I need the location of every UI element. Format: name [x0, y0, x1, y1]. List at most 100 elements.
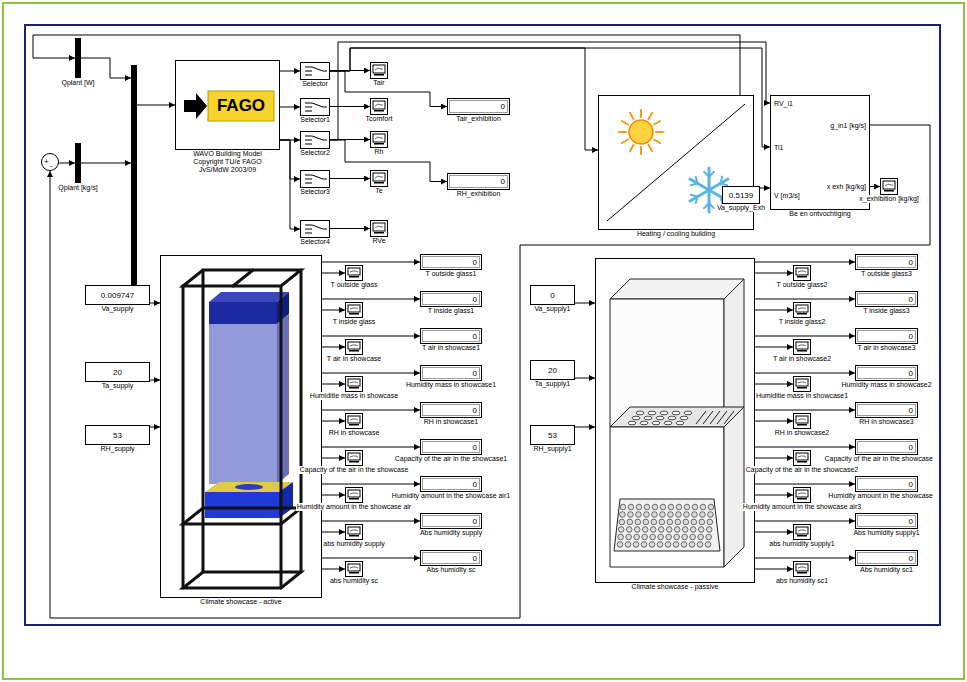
signal-line — [330, 178, 370, 179]
scope-block: abs humidity sc — [345, 561, 363, 577]
block-label: RH_supply1 — [532, 445, 572, 453]
vent-hole — [628, 421, 636, 425]
scope-trace — [798, 345, 806, 346]
value-text: 0.009747 — [101, 291, 134, 300]
display-inset — [423, 405, 480, 416]
display-inset — [423, 553, 480, 564]
silica-bead — [660, 512, 666, 518]
sun-ray — [619, 131, 626, 133]
display-icon — [856, 403, 917, 417]
silica-bead — [698, 534, 704, 540]
value-text: 0 — [909, 480, 913, 489]
scope-trace — [798, 456, 806, 457]
signal-line — [322, 410, 420, 411]
scope-icon — [794, 488, 810, 502]
silica-bead — [682, 527, 688, 533]
glass-side — [724, 279, 744, 427]
selector-icon — [301, 171, 329, 187]
silica-bead — [692, 504, 698, 510]
silica-bead — [660, 504, 666, 510]
icon-line — [305, 175, 312, 176]
signal-line — [575, 427, 595, 428]
block-label: Selector1 — [299, 116, 331, 124]
silica-bead — [650, 534, 656, 540]
silica-bead — [668, 512, 674, 518]
scope-knobs — [374, 232, 384, 234]
frame-bar — [280, 286, 283, 588]
display-inset — [858, 405, 916, 416]
vent-hole — [632, 416, 640, 420]
silica-bead — [650, 527, 656, 533]
scope-knobs — [797, 535, 807, 537]
icon-line — [323, 179, 327, 180]
silica-bead — [620, 504, 626, 510]
snowflake-branch — [709, 172, 714, 177]
scope-trace — [350, 271, 358, 272]
block-label: Ta_supply — [101, 382, 135, 390]
scope-knobs — [349, 276, 359, 278]
scope-knobs — [797, 424, 807, 426]
sum-block: +- — [41, 153, 59, 171]
scope-block: abs humidity supply — [345, 524, 363, 540]
signal-line — [755, 421, 793, 422]
icon-line — [305, 67, 312, 68]
signal-line — [322, 310, 345, 311]
signal-line — [322, 347, 345, 348]
display-inset — [450, 101, 508, 113]
scope-block: Capacity of the air in the showcase — [345, 450, 363, 466]
silica-bead — [665, 542, 671, 548]
scope-icon — [346, 451, 362, 465]
silica-bead — [642, 527, 648, 533]
constant-block: 20Ta_supply — [85, 362, 150, 382]
display-icon — [421, 440, 481, 454]
mux-bar: Qplant [W] — [75, 38, 81, 78]
constant-block: 0Va_supply1 — [530, 285, 575, 305]
silica-bead — [634, 527, 640, 533]
scope-knobs — [797, 313, 807, 315]
scope-block: Capacity of the air in the showcase2 — [793, 450, 811, 466]
port-label: x exh [kg/kg] — [827, 182, 866, 191]
scope-knobs — [349, 424, 359, 426]
selector-block: Selector2 — [300, 131, 330, 149]
snowflake-branch — [720, 177, 722, 184]
scope-trace — [350, 456, 358, 457]
block-label: T inside glass3 — [862, 307, 911, 315]
signal-line — [755, 310, 793, 311]
selector-block: Selector1 — [300, 98, 330, 116]
block-label: Humidity mass in showcase2 — [840, 381, 932, 389]
signal-line — [755, 299, 855, 300]
value-text: 0 — [909, 369, 913, 378]
signal-line — [150, 380, 160, 381]
scope-screen — [796, 527, 808, 534]
scope-screen — [373, 65, 385, 73]
signal-line — [322, 421, 345, 422]
scope-trace — [350, 530, 358, 531]
silica-bead — [626, 527, 632, 533]
sun-ray — [640, 110, 642, 117]
icon-line — [305, 111, 312, 112]
model-frame — [25, 25, 940, 625]
cap-front — [209, 302, 277, 324]
scope-screen — [373, 223, 385, 231]
signal-line — [150, 427, 160, 428]
display-block: 0Capacity of the air in the showcase1 — [420, 439, 482, 455]
block-label: RVe — [371, 237, 386, 245]
scope-block: T outside glass2 — [793, 265, 811, 281]
snowflake-branch — [696, 177, 698, 184]
silica-bead — [633, 542, 639, 548]
scope-screen — [796, 305, 808, 312]
silica-bead — [644, 504, 650, 510]
sun-ray — [649, 145, 653, 151]
display-icon — [856, 255, 917, 269]
signal-line — [330, 106, 370, 107]
silica-bead — [706, 527, 712, 533]
block-label: Abs humidity sc1 — [859, 566, 914, 574]
block-label: Capacity of the air in the showcase2 — [745, 466, 859, 474]
block-label: Climate showcase - passive — [631, 583, 720, 591]
silica-bead — [641, 542, 647, 548]
block-label: Va_supply_Exh — [716, 204, 766, 212]
display-icon — [421, 403, 481, 417]
value-text: 0 — [501, 102, 505, 111]
sun-ray — [649, 113, 653, 119]
sun-ray — [622, 121, 628, 125]
